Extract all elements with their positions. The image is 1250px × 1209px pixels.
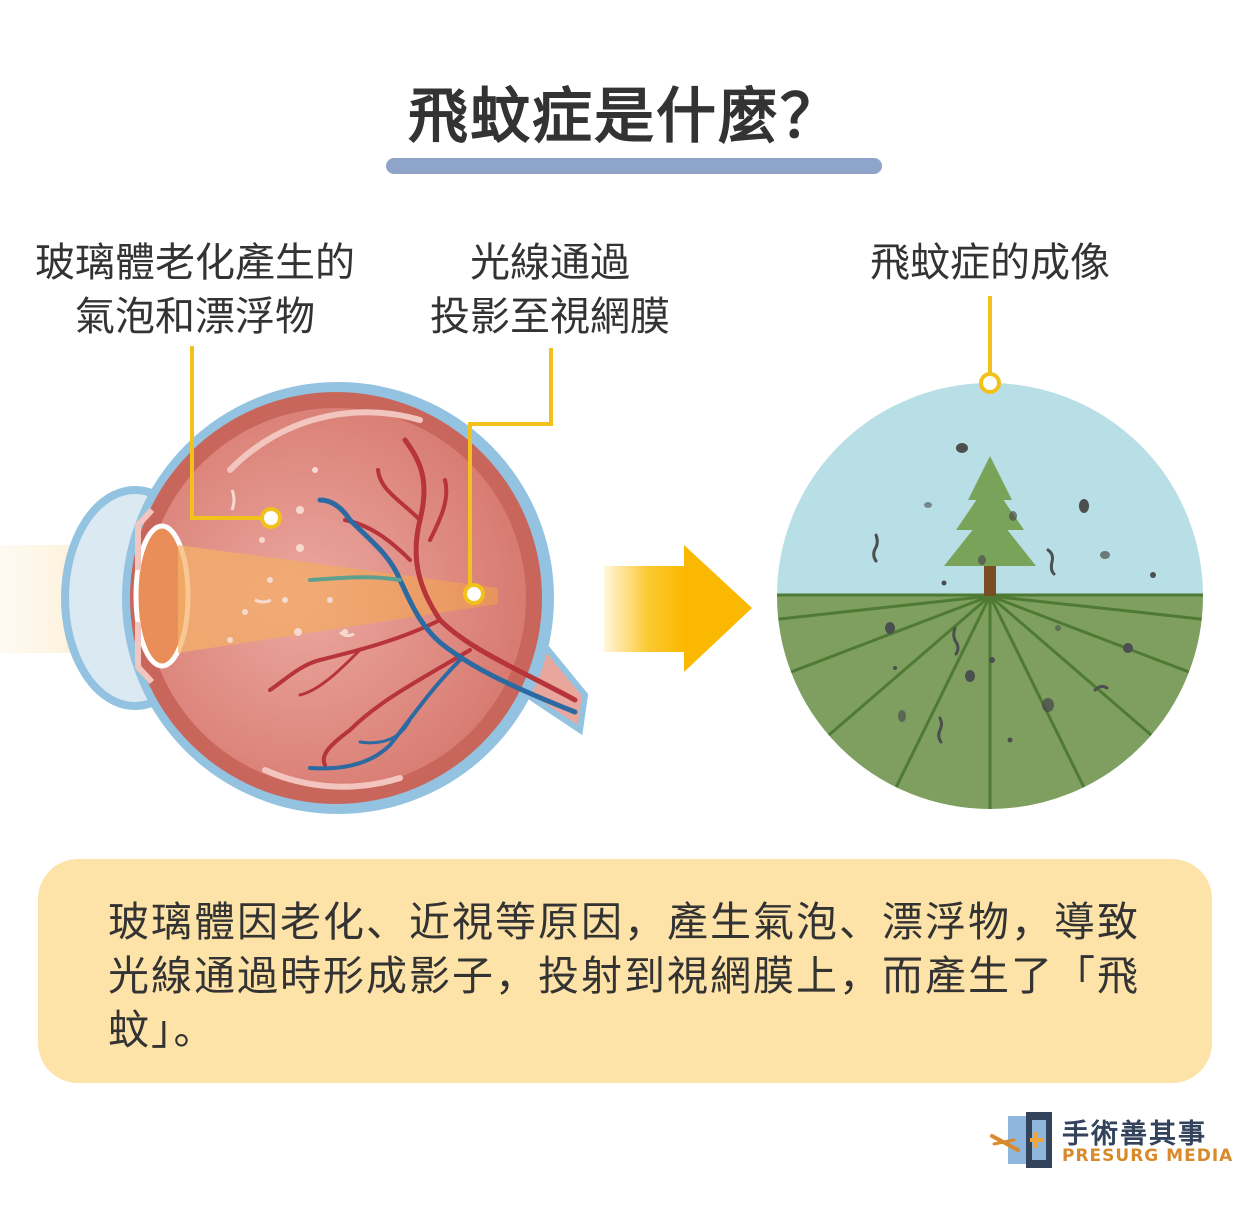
right-arrow-icon	[604, 545, 752, 672]
callout-dot-retina	[463, 583, 485, 605]
label-light-projection: 光線通過 投影至視網膜	[390, 236, 710, 344]
label-light-line-1: 光線通過	[470, 240, 630, 286]
tree	[944, 456, 1036, 596]
label-floaters-line-1: 玻璃體老化產生的	[35, 240, 355, 286]
brand-name-en: PRESURG MEDIA	[1062, 1146, 1234, 1166]
label-image-line-1: 飛蚊症的成像	[870, 240, 1110, 286]
light-beam	[178, 545, 498, 653]
label-floater-image: 飛蚊症的成像	[830, 236, 1150, 290]
eye-cross-section	[61, 346, 589, 814]
label-light-line-2: 投影至視網膜	[430, 294, 670, 340]
presurg-logo-icon	[990, 1112, 1052, 1168]
callout-lines	[190, 346, 553, 590]
caption-text: 玻璃體因老化、近視等原因，產生氣泡、漂浮物，導致光線通過時形成影子，投射到視網膜…	[108, 898, 1140, 1054]
floater-spots	[885, 443, 1156, 743]
page-title: 飛蚊症是什麼？	[408, 82, 842, 152]
illustration	[0, 296, 1205, 814]
blood-vessels	[268, 437, 578, 771]
floater-vision-image	[775, 296, 1205, 811]
vitreous-floaters	[227, 467, 355, 643]
callout-dot-floaters	[260, 507, 282, 529]
title-underline	[386, 158, 882, 174]
label-floaters: 玻璃體老化產生的 氣泡和漂浮物	[10, 236, 380, 344]
brand-name-cn: 手術善其事	[1062, 1119, 1207, 1150]
caption-box: 玻璃體因老化、近視等原因，產生氣泡、漂浮物，導致光線通過時形成影子，投射到視網膜…	[38, 859, 1212, 1083]
label-floaters-line-2: 氣泡和漂浮物	[75, 294, 315, 340]
floater-strands	[872, 533, 1109, 744]
callout-dot-image	[979, 372, 1001, 394]
ground-lines	[776, 593, 1204, 810]
brand: 手術善其事 PRESURG MEDIA	[990, 1110, 1234, 1170]
